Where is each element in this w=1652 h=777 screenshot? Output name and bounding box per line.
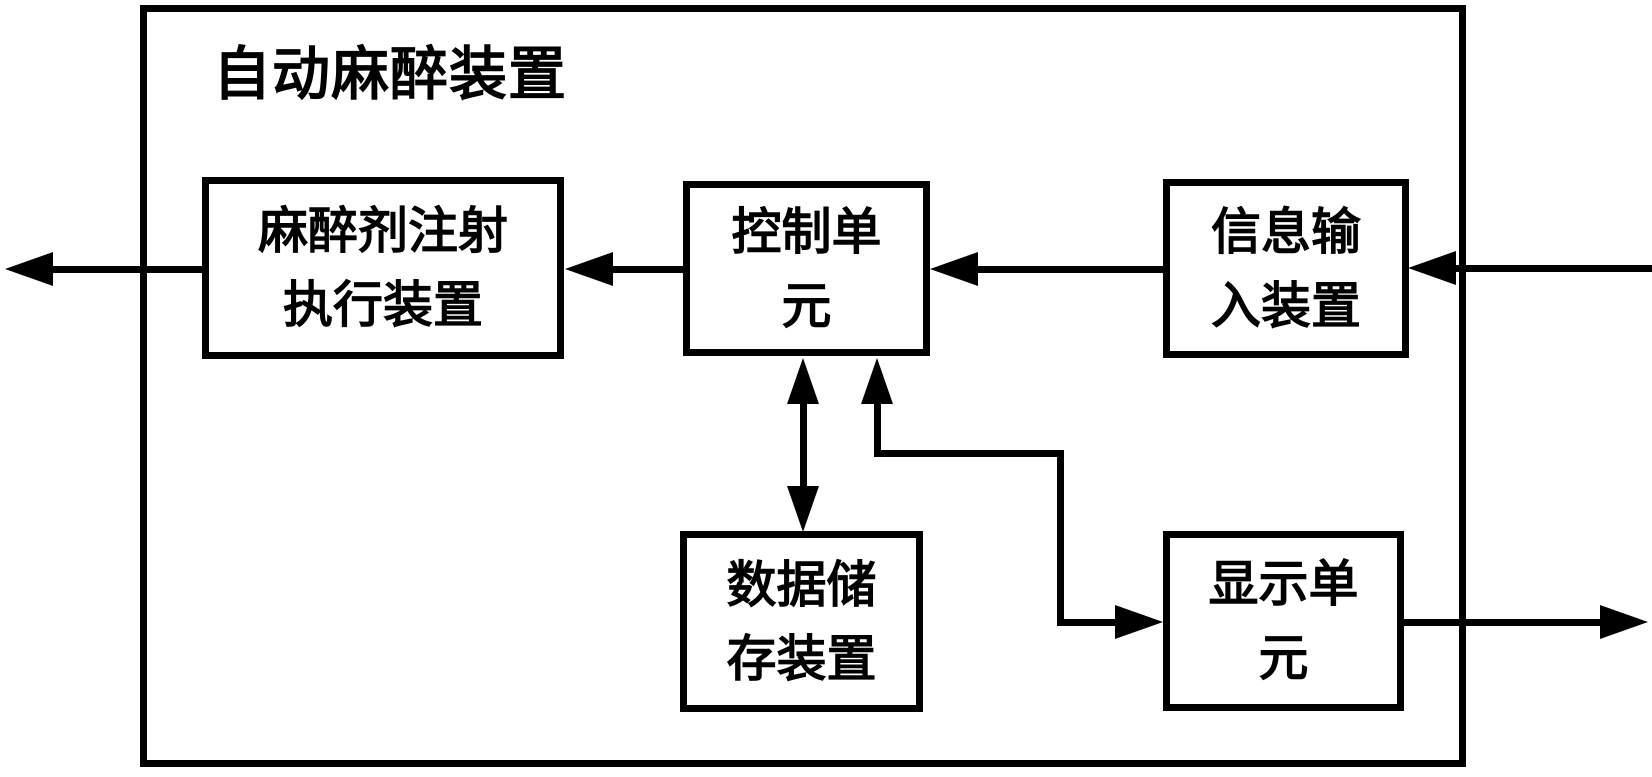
connector-control-display-horizontal1 [874,450,1064,457]
block-label-line: 麻醉剂注射 [258,203,508,259]
storage-to-control-arrowhead [787,358,819,404]
connector-control-display-vertical2 [1057,450,1064,626]
connector-control-to-executor-shaft [608,266,683,273]
diagram-title: 自动麻醉装置 [213,42,568,107]
connector-display-to-external-shaft [1404,619,1602,626]
connector-input-to-control-shaft [973,266,1163,273]
connector-external-to-input-shaft [1451,265,1652,272]
block-label-line: 控制单 [731,203,882,260]
block-label-line: 存装置 [726,630,877,687]
connector-executor-to-external-left-shaft [48,266,202,273]
block-display-unit: 显示单 元 [1163,531,1404,711]
block-label-line: 数据储 [726,556,877,613]
block-information-input-device: 信息输 入装置 [1163,179,1409,358]
device-boundary-frame [140,5,1466,767]
executor-output-arrowhead [5,252,53,286]
external-to-input-arrowhead [1408,251,1456,285]
connector-control-display-vertical1 [874,400,881,457]
block-control-unit: 控制单 元 [683,181,930,356]
block-label-line: 元 [1258,630,1309,686]
block-label-line: 元 [781,277,832,334]
control-to-storage-arrowhead [787,486,819,532]
input-to-control-arrowhead [930,252,978,286]
control-to-display-arrowhead [1115,605,1163,639]
block-anesthetic-injection-executor: 麻醉剂注射 执行装置 [202,177,564,359]
block-label-line: 入装置 [1211,277,1361,334]
display-output-arrowhead [1600,605,1648,639]
block-data-storage-device: 数据储 存装置 [680,531,923,712]
block-label-line: 执行装置 [283,277,483,333]
display-to-control-arrowhead [861,358,893,404]
control-to-executor-arrowhead [565,252,613,286]
block-label-line: 信息输 [1211,203,1361,260]
connector-control-display-horizontal2 [1057,619,1119,626]
connector-control-storage-shaft [800,400,807,492]
block-label-line: 显示单 [1208,556,1359,612]
